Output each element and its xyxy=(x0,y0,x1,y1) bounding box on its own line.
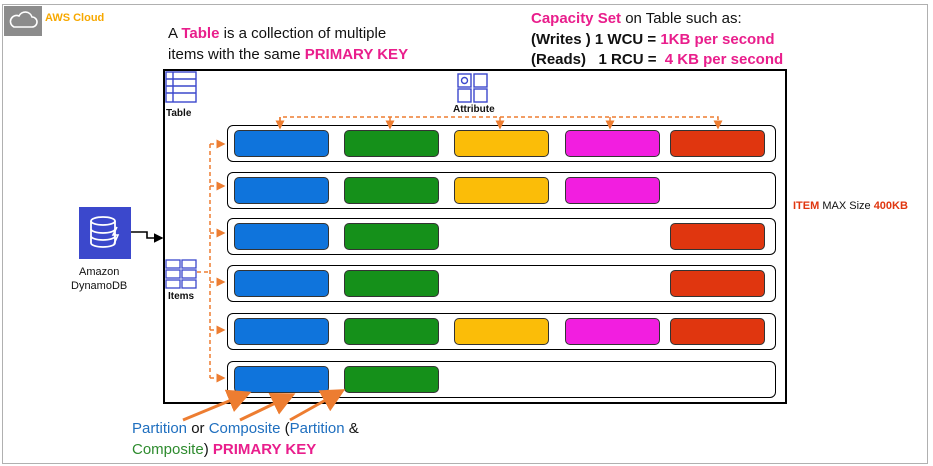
item-max-size: ITEM MAX Size 400KB xyxy=(793,200,908,212)
reads-value: 4 KB per second xyxy=(660,51,784,68)
attribute-icon xyxy=(457,73,488,103)
capacity-set-word: Capacity Set xyxy=(531,10,622,27)
attribute-cell-red xyxy=(670,130,765,157)
text-span: ) xyxy=(203,441,213,458)
item-row xyxy=(227,218,776,255)
table-description-line2: items with the same PRIMARY KEY xyxy=(168,45,408,65)
dynamodb-label-line1: Amazon xyxy=(79,266,120,278)
table-icon xyxy=(165,71,197,103)
item-row xyxy=(227,313,776,350)
dynamodb-to-table-arrow xyxy=(131,231,164,243)
attribute-cell-magenta xyxy=(565,130,660,157)
dynamodb-label-line2: DynamoDB xyxy=(71,280,128,292)
primary-key-word-2: PRIMARY KEY xyxy=(212,441,317,458)
text-span: ( xyxy=(280,420,290,437)
item-row xyxy=(227,125,776,162)
attribute-cell-red xyxy=(670,318,765,345)
capacity-reads: (Reads) 1 RCU = 4 KB per second xyxy=(531,50,783,70)
primary-key-caption-line1: Partition or Composite (Partition & xyxy=(132,419,359,439)
attribute-cell-red xyxy=(670,223,765,250)
item-size: 400KB xyxy=(873,200,908,212)
attribute-cell-green xyxy=(344,177,439,204)
table-container xyxy=(163,69,787,404)
text-span: A xyxy=(168,25,182,42)
attribute-cell-green xyxy=(344,318,439,345)
attribute-arrows xyxy=(275,116,723,130)
primary-key-arrows xyxy=(182,389,346,422)
text-span: or xyxy=(187,420,209,437)
text-span: & xyxy=(344,420,359,437)
text-span: items with the same xyxy=(168,46,305,63)
cloud-icon xyxy=(9,11,38,28)
aws-cloud-frame xyxy=(2,4,928,464)
attribute-cell-red xyxy=(670,270,765,297)
item-word: ITEM xyxy=(793,200,820,212)
attribute-cell-blue xyxy=(234,223,329,250)
text-span: on Table such as: xyxy=(621,10,742,27)
attribute-cell-blue xyxy=(234,366,329,393)
attribute-cell-yellow xyxy=(454,318,549,345)
capacity-writes: (Writes ) 1 WCU = 1KB per second xyxy=(531,30,775,50)
table-icon-label: Table xyxy=(166,108,192,119)
reads-label: (Reads) 1 RCU = xyxy=(531,51,661,68)
aws-cloud-badge xyxy=(4,6,42,36)
attribute-cell-magenta xyxy=(565,177,660,204)
items-icon-label: Items xyxy=(168,291,195,302)
text-span: MAX Size xyxy=(819,200,874,212)
partition-word-2: Partition xyxy=(289,420,345,437)
attribute-cell-blue xyxy=(234,130,329,157)
item-row xyxy=(227,265,776,302)
primary-key-caption-line2: Composite) PRIMARY KEY xyxy=(132,440,316,460)
attribute-cell-green xyxy=(344,130,439,157)
partition-word: Partition xyxy=(132,420,188,437)
attribute-cell-blue xyxy=(234,177,329,204)
item-row xyxy=(227,172,776,209)
composite-word: Composite xyxy=(208,420,281,437)
items-arrows xyxy=(197,139,226,383)
capacity-title: Capacity Set on Table such as: xyxy=(531,9,742,29)
attribute-cell-blue xyxy=(234,318,329,345)
attribute-cell-green xyxy=(344,366,439,393)
attribute-icon-label: Attribute xyxy=(453,104,495,115)
writes-label: (Writes ) 1 WCU = xyxy=(531,31,661,48)
text-span: is a collection of multiple xyxy=(219,25,387,42)
dynamodb-icon xyxy=(79,207,131,259)
table-word: Table xyxy=(181,25,220,42)
attribute-cell-green xyxy=(344,223,439,250)
aws-cloud-label: AWS Cloud xyxy=(45,12,105,24)
attribute-cell-blue xyxy=(234,270,329,297)
primary-key-word: PRIMARY KEY xyxy=(304,46,409,63)
composite-word-2: Composite xyxy=(132,441,204,458)
items-icon xyxy=(165,259,197,289)
attribute-cell-yellow xyxy=(454,130,549,157)
attribute-cell-magenta xyxy=(565,318,660,345)
attribute-cell-green xyxy=(344,270,439,297)
table-description-line1: A Table is a collection of multiple xyxy=(168,24,386,44)
attribute-cell-yellow xyxy=(454,177,549,204)
writes-value: 1KB per second xyxy=(660,31,775,48)
